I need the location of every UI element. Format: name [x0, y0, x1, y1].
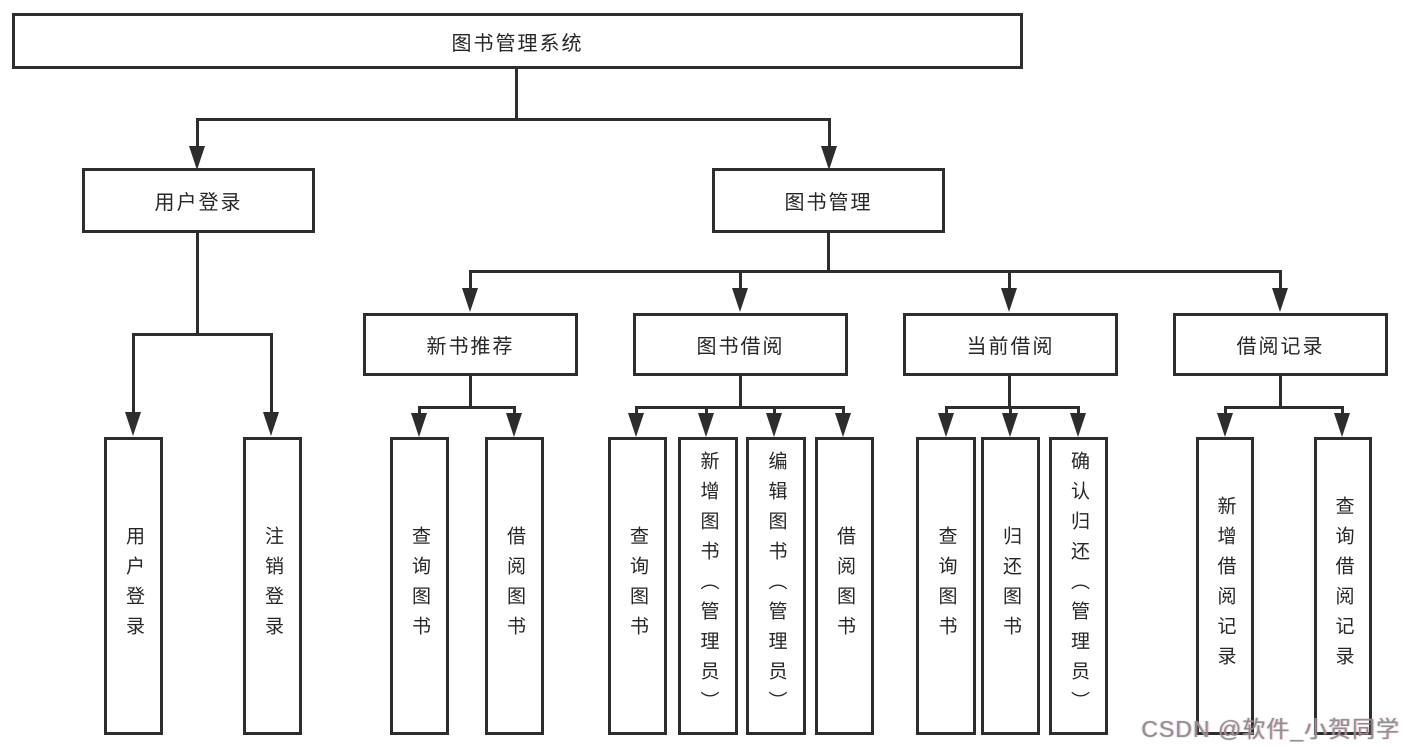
- arrow-down-icon: [766, 413, 782, 437]
- node-book-borrowing: 图书借阅: [633, 313, 848, 376]
- arrow-down-icon: [938, 413, 954, 437]
- node-label: 确认归还（管理员）: [1068, 451, 1089, 721]
- node-label: 查询图书: [409, 526, 430, 646]
- connector-line: [132, 333, 273, 336]
- connector-line: [635, 406, 638, 415]
- arrow-down-icon: [189, 146, 205, 170]
- node-label: 图书管理系统: [451, 32, 584, 55]
- arrow-down-icon: [1002, 413, 1018, 437]
- node-add-book-admin: 新增图书（管理员）: [678, 437, 738, 735]
- connector-line: [773, 406, 776, 415]
- node-label: 当前借阅: [966, 336, 1055, 358]
- node-query-books: 查询图书: [390, 437, 449, 735]
- node-query-borrow-record: 查询借阅记录: [1314, 437, 1372, 735]
- connector-line: [132, 333, 135, 412]
- arrow-down-icon: [1334, 413, 1350, 437]
- connector-line: [469, 270, 472, 288]
- node-edit-book-admin: 编辑图书（管理员）: [746, 437, 806, 735]
- connector-line: [469, 270, 1281, 273]
- node-label: 新增图书（管理员）: [697, 451, 719, 721]
- node-label: 图书管理: [784, 192, 873, 214]
- connector-line: [1341, 406, 1344, 415]
- connector-line: [1008, 270, 1011, 288]
- arrow-down-icon: [506, 413, 522, 437]
- connector-line: [1224, 406, 1344, 409]
- connector-line: [515, 69, 518, 119]
- node-label: 借阅图书: [504, 526, 525, 646]
- connector-line: [1279, 270, 1282, 288]
- node-book-management: 图书管理: [712, 168, 945, 233]
- arrow-down-icon: [263, 412, 279, 436]
- arrow-down-icon: [835, 413, 851, 437]
- connector-line: [196, 233, 199, 335]
- connector-line: [1279, 376, 1282, 408]
- node-label: 新书推荐: [426, 336, 515, 358]
- arrow-down-icon: [821, 146, 837, 170]
- node-label: 查询借阅记录: [1332, 496, 1354, 676]
- node-label: 图书借阅: [696, 336, 785, 358]
- connector-line: [739, 270, 742, 288]
- node-system-root: 图书管理系统: [12, 13, 1023, 69]
- node-label: 新增借阅记录: [1214, 496, 1236, 676]
- node-label: 查询图书: [627, 526, 648, 646]
- connector-line: [1008, 376, 1011, 408]
- connector-line: [739, 376, 742, 408]
- connector-line: [945, 406, 1080, 409]
- node-label: 归还图书: [1000, 526, 1021, 646]
- node-label: 查询图书: [935, 526, 957, 646]
- connector-line: [513, 406, 516, 415]
- node-label: 借阅图书: [834, 526, 855, 646]
- arrow-down-icon: [125, 412, 141, 436]
- connector-line: [945, 406, 948, 415]
- node-label: 用户登录: [123, 526, 144, 646]
- arrow-down-icon: [462, 288, 478, 312]
- csdn-watermark: CSDN @软件_小贺同学: [1141, 716, 1400, 742]
- node-user-login: 用户登录: [104, 437, 163, 735]
- connector-line: [1224, 406, 1227, 415]
- node-label: 注销登录: [262, 526, 283, 646]
- connector-line: [418, 406, 516, 409]
- node-label: 用户登录: [154, 192, 243, 214]
- connector-line: [196, 118, 831, 121]
- node-label: 编辑图书（管理员）: [765, 451, 787, 721]
- arrow-down-icon: [1001, 288, 1017, 312]
- node-query-books: 查询图书: [608, 437, 667, 735]
- node-borrow-books: 借阅图书: [815, 437, 874, 735]
- node-current-borrowing: 当前借阅: [903, 313, 1118, 376]
- node-logout: 注销登录: [243, 437, 302, 735]
- arrow-down-icon: [411, 413, 427, 437]
- connector-line: [635, 406, 845, 409]
- node-confirm-return-admin: 确认归还（管理员）: [1049, 437, 1108, 735]
- arrow-down-icon: [628, 413, 644, 437]
- node-user-login-module: 用户登录: [82, 168, 315, 233]
- node-borrow-records: 借阅记录: [1173, 313, 1388, 376]
- arrow-down-icon: [1070, 413, 1086, 437]
- arrow-down-icon: [698, 413, 714, 437]
- node-add-borrow-record: 新增借阅记录: [1196, 437, 1254, 735]
- connector-line: [828, 118, 831, 148]
- connector-line: [1077, 406, 1080, 415]
- connector-line: [827, 233, 830, 272]
- arrow-down-icon: [732, 288, 748, 312]
- node-label: 借阅记录: [1236, 336, 1325, 358]
- connector-line: [469, 376, 472, 408]
- arrow-down-icon: [1217, 413, 1233, 437]
- connector-line: [196, 118, 199, 148]
- connector-line: [1009, 406, 1012, 415]
- connector-line: [705, 406, 708, 415]
- connector-line: [270, 333, 273, 412]
- connector-line: [842, 406, 845, 415]
- node-query-books: 查询图书: [916, 437, 976, 735]
- connector-line: [418, 406, 421, 415]
- arrow-down-icon: [1272, 288, 1288, 312]
- node-borrow-books: 借阅图书: [485, 437, 544, 735]
- node-return-book: 归还图书: [981, 437, 1040, 735]
- node-new-book-recommend: 新书推荐: [363, 313, 578, 376]
